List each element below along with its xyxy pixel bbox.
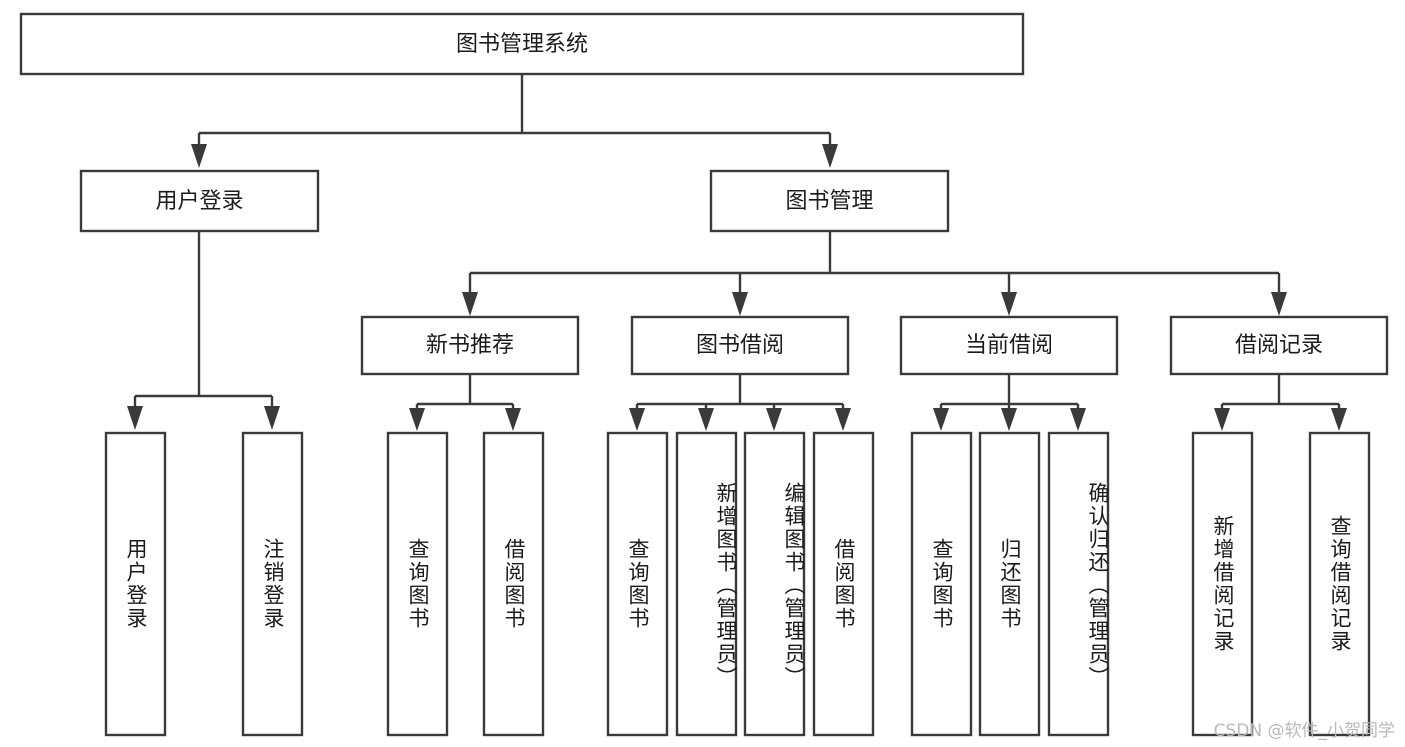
arrow-head-bookmgmt xyxy=(822,144,838,168)
connector-group-newbook xyxy=(409,374,521,431)
arrow-head-leaf-9 xyxy=(933,408,949,431)
node-box-current-borrow[interactable] xyxy=(899,315,1119,376)
node-label-book-borrow: 图书借阅 xyxy=(696,333,784,358)
arrow-head-record xyxy=(1271,292,1287,316)
arrow-head-login xyxy=(191,144,207,168)
node-label-borrow-record: 借阅记录 xyxy=(1235,333,1323,358)
arrow-head-newbook xyxy=(462,292,478,316)
node-box-root[interactable] xyxy=(19,12,1025,76)
arrow-head-leaf-5 xyxy=(629,408,645,431)
arrow-head-leaf-8 xyxy=(835,408,851,431)
node-box-leaf-confirm-return-admin[interactable] xyxy=(1047,431,1110,737)
node-box-leaf-add-book-admin[interactable] xyxy=(675,431,738,737)
arrow-head-current xyxy=(1001,292,1017,316)
csdn-watermark: CSDN @软件_小贺同学 xyxy=(1213,721,1395,741)
connector-group-login xyxy=(127,232,280,430)
node-box-leaf-query-book-c[interactable] xyxy=(910,431,973,737)
connector-group-borrow xyxy=(629,374,851,431)
node-label-user-login: 用户登录 xyxy=(155,189,243,214)
node-box-leaf-borrow-book-a[interactable] xyxy=(482,431,545,737)
node-box-leaf-query-book-b[interactable] xyxy=(606,431,669,737)
arrow-head-leaf-3 xyxy=(409,408,425,431)
node-box-leaf-edit-book-admin[interactable] xyxy=(743,431,806,737)
node-box-borrow-record[interactable] xyxy=(1169,315,1389,376)
node-label-new-book-recommend: 新书推荐 xyxy=(426,333,514,358)
node-box-leaf-logout[interactable] xyxy=(241,431,304,737)
arrow-head-leaf-6 xyxy=(698,408,714,431)
arrow-head-leaf-10 xyxy=(1001,408,1017,431)
arrow-head-leaf-12 xyxy=(1214,408,1230,431)
node-box-book-borrow[interactable] xyxy=(630,315,850,376)
node-box-leaf-query-book-a[interactable] xyxy=(386,431,449,737)
arrow-head-leaf-2 xyxy=(264,406,280,430)
arrow-head-leaf-1 xyxy=(127,406,143,430)
node-box-leaf-return-book[interactable] xyxy=(978,431,1041,737)
connector-group-record xyxy=(1214,374,1347,431)
connector-group-root xyxy=(191,74,838,168)
node-box-leaf-user-login[interactable] xyxy=(104,431,167,737)
arrow-head-borrow xyxy=(732,292,748,316)
arrow-head-leaf-4 xyxy=(505,408,521,431)
node-label-root: 图书管理系统 xyxy=(456,32,588,57)
node-box-leaf-query-borrow-record[interactable] xyxy=(1308,431,1371,737)
arrow-head-leaf-11 xyxy=(1070,408,1086,431)
arrow-head-leaf-7 xyxy=(766,408,782,431)
connector-group-bookmgmt xyxy=(462,232,1287,316)
connector-group-current xyxy=(933,374,1086,431)
node-box-user-login[interactable] xyxy=(79,169,320,233)
node-box-new-book-recommend[interactable] xyxy=(360,315,580,376)
arrow-head-leaf-13 xyxy=(1331,408,1347,431)
node-label-current-borrow: 当前借阅 xyxy=(965,333,1053,358)
node-box-leaf-add-borrow-record[interactable] xyxy=(1191,431,1254,737)
node-box-leaf-borrow-book-b[interactable] xyxy=(812,431,875,737)
node-box-book-management[interactable] xyxy=(709,169,950,233)
node-label-book-management: 图书管理 xyxy=(785,189,873,214)
